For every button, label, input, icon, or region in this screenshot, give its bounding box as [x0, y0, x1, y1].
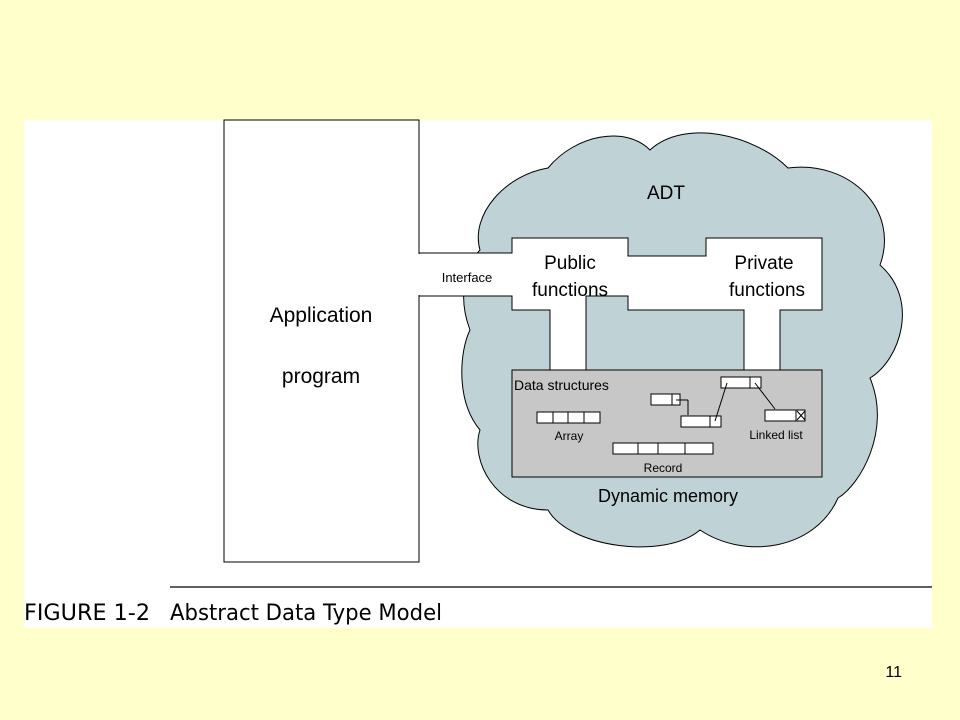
public-functions-label: functions [532, 280, 608, 301]
dynamic-memory-label: Dynamic memory [598, 486, 738, 506]
private-label: Private [734, 253, 793, 274]
adt-label: ADT [647, 183, 685, 204]
array-glyph [536, 411, 601, 424]
public-label: Public [544, 253, 596, 274]
record-glyph [612, 442, 714, 455]
figure-title: Abstract Data Type Model [170, 601, 442, 626]
interface-label: Interface [442, 270, 493, 285]
linked-list-glyph [650, 376, 806, 428]
interface-and-functions-shape [418, 237, 823, 371]
figure-number: FIGURE 1-2 [24, 601, 150, 626]
private-functions-label: functions [729, 280, 805, 301]
data-structures-label: Data structures [514, 377, 609, 393]
record-label: Record [644, 461, 683, 475]
array-label: Array [555, 429, 584, 443]
linked-list-label: Linked list [749, 428, 803, 442]
application-program-box [223, 119, 420, 563]
application-label: Application [270, 304, 373, 327]
slide-number: 11 [885, 664, 902, 681]
program-label: program [282, 365, 360, 388]
